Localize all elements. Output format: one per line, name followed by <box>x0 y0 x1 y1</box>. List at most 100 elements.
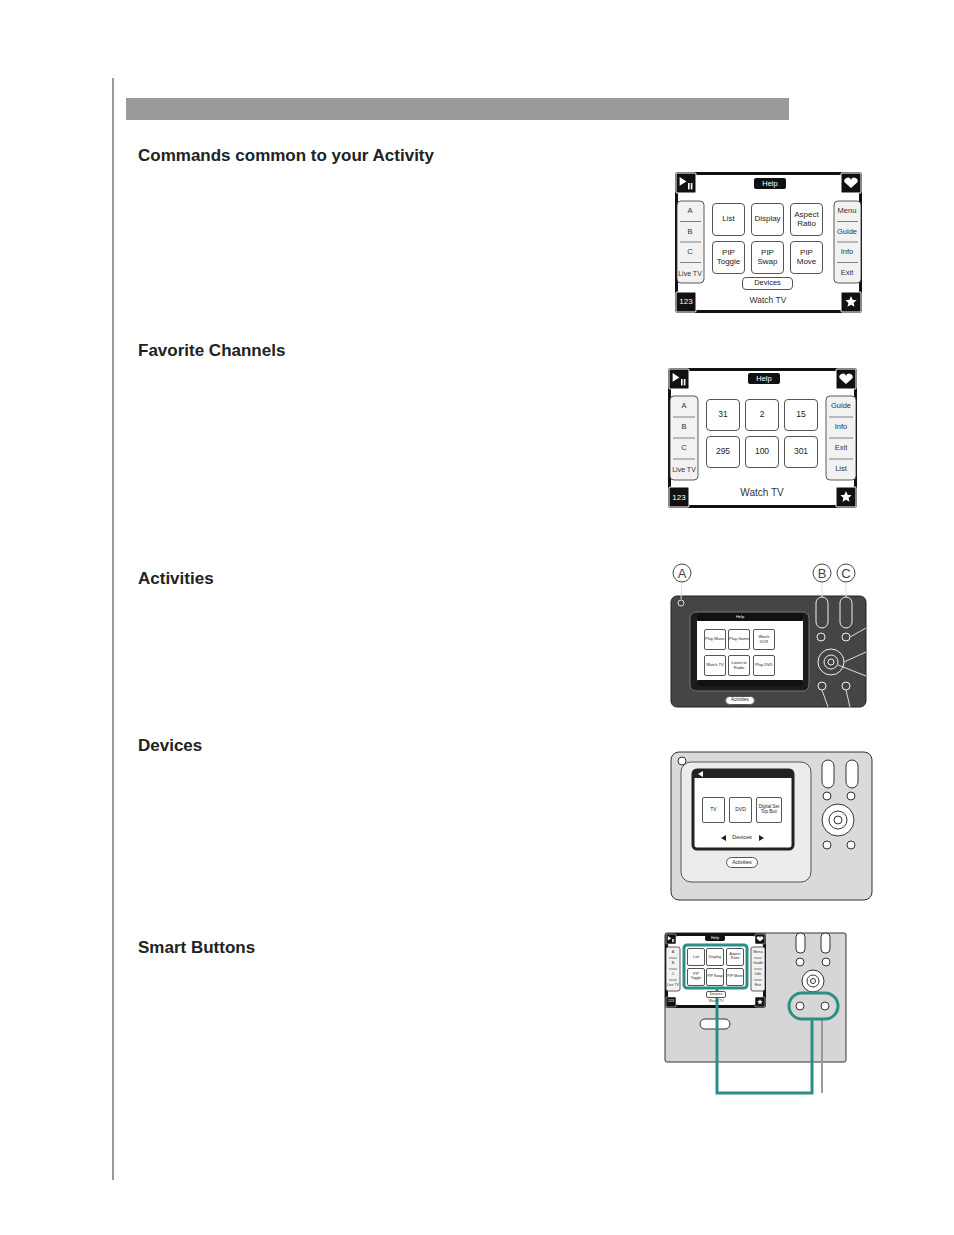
button-text: PIP Move <box>727 975 743 979</box>
screen-button: PIP Move <box>790 241 823 274</box>
pause-bar <box>684 379 686 385</box>
side-panel <box>677 201 704 283</box>
leader-line <box>681 583 682 599</box>
panel-divider <box>754 958 762 959</box>
hard-button <box>842 682 850 690</box>
screen-button: PIP Toggle <box>687 968 705 986</box>
button-text: Activities <box>731 698 749 703</box>
button-text: Watch VCR <box>754 635 774 644</box>
section-heading: Smart Buttons <box>138 939 255 956</box>
button-text: Display <box>709 955 721 959</box>
callout-letter: B <box>818 567 827 580</box>
side-panel <box>834 201 861 283</box>
rocker-button <box>840 597 852 628</box>
screen-button: Devices <box>706 991 726 998</box>
side-key: A <box>681 402 686 410</box>
page-arrow <box>721 835 726 841</box>
side-key: Menu <box>753 951 763 955</box>
screen-button: Devices <box>742 277 793 290</box>
nav-pad <box>802 970 824 992</box>
corner-key <box>841 292 861 312</box>
screen-face <box>697 619 803 686</box>
screen-button: DVD <box>729 797 752 823</box>
button-text: Digital Set Top Box <box>757 805 781 815</box>
screen-button: Display <box>706 948 724 966</box>
button-text: PIP Toggle <box>713 249 744 266</box>
leader-line <box>822 690 828 707</box>
hard-button <box>796 1002 804 1010</box>
button-text: 301 <box>794 447 808 456</box>
margin-rule <box>112 78 114 1180</box>
page-arrow <box>759 835 764 841</box>
button-text: 15 <box>796 410 805 419</box>
corner-key <box>669 487 689 507</box>
side-key: Menu <box>838 207 857 215</box>
leader-line <box>844 652 866 662</box>
leader-line <box>846 583 847 597</box>
leader-line <box>846 690 850 707</box>
button-text: List <box>722 215 734 224</box>
hard-button <box>796 958 804 966</box>
rocker-button <box>821 933 830 953</box>
nav-pad-ring <box>829 811 847 829</box>
section-heading: Devices <box>138 737 202 754</box>
button-text: Activities <box>732 860 752 865</box>
button-text: PIP Move <box>791 249 822 266</box>
button-text: Play DVD <box>755 663 772 667</box>
button-text: Display <box>754 215 780 224</box>
panel-divider <box>754 969 762 970</box>
corner-key <box>676 173 696 193</box>
leader-line <box>838 665 866 676</box>
screen-button: PIP Swap <box>751 241 784 274</box>
side-panel <box>666 947 680 991</box>
rocker-button <box>796 933 805 953</box>
screen-button: 295 <box>706 436 740 468</box>
screen-bezel <box>690 612 809 691</box>
button-text: DVD <box>735 807 746 812</box>
heart-icon <box>757 936 764 941</box>
help-pill <box>754 178 786 189</box>
button-text: Play Music <box>705 637 724 641</box>
hard-button <box>823 792 831 800</box>
side-key: Guide <box>753 962 763 966</box>
screen-button: Display <box>751 203 784 236</box>
highlight-link <box>717 989 812 1093</box>
hard-button <box>822 958 830 966</box>
side-key: Info <box>841 248 854 256</box>
activity-name: Watch TV <box>750 296 787 305</box>
rocker-button <box>846 760 858 788</box>
star-icon <box>757 999 763 1004</box>
screen-button: PIP Move <box>726 968 744 986</box>
hard-button <box>818 682 826 690</box>
corner-key <box>666 997 676 1007</box>
panel-divider <box>829 459 853 460</box>
side-key: Exit <box>755 984 761 988</box>
guide-line <box>821 1020 823 1093</box>
screen-frame <box>675 172 862 313</box>
callout-circle <box>837 564 855 582</box>
corner-key <box>836 369 856 389</box>
screen-button: List <box>687 948 705 966</box>
help-pill <box>748 373 780 384</box>
highlight-frame <box>684 945 747 988</box>
numbers-key: 123 <box>672 494 685 502</box>
button-text: Play Game <box>729 637 749 641</box>
ok-button <box>811 979 816 984</box>
numbers-key: 123 <box>679 298 692 306</box>
screen-button: Aspect Ratio <box>726 948 744 966</box>
button-text: Devices <box>754 279 781 287</box>
activity-name: Watch TV <box>708 1000 723 1004</box>
ok-button <box>834 816 842 824</box>
hard-button <box>847 792 855 800</box>
side-key: Info <box>755 973 761 977</box>
panel-divider <box>680 262 701 263</box>
screen-title: Devices <box>732 835 752 841</box>
panel-divider <box>837 262 858 263</box>
screen-frame <box>665 933 766 1008</box>
panel-divider <box>673 438 695 439</box>
corner-key <box>755 997 765 1007</box>
corner-key <box>841 173 861 193</box>
hard-button <box>823 841 831 849</box>
side-key: C <box>681 444 686 452</box>
panel-divider <box>669 969 677 970</box>
